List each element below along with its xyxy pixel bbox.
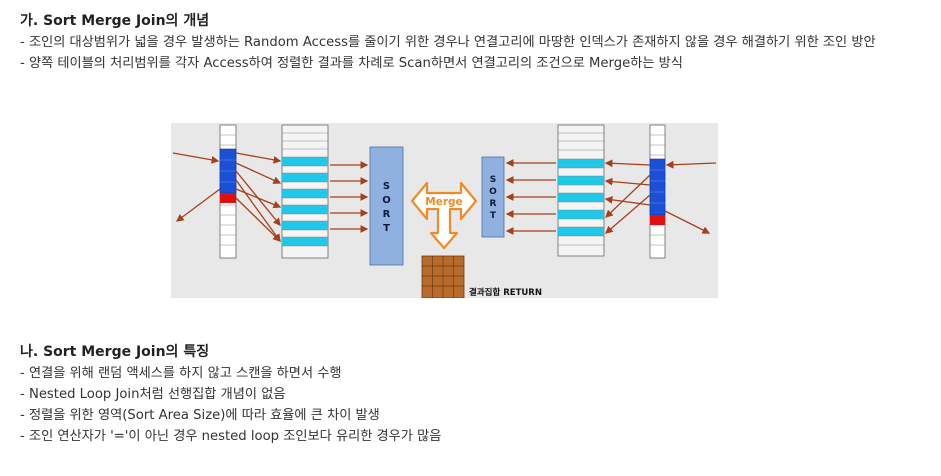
left-index-column bbox=[219, 124, 237, 259]
right-sort-box: S O R T bbox=[481, 156, 505, 238]
right-table-column bbox=[557, 124, 605, 257]
merge-label: Merge bbox=[425, 196, 462, 208]
section-features-heading: 나. Sort Merge Join의 특징 bbox=[20, 344, 210, 360]
left-sort-letter-o: O bbox=[382, 195, 391, 206]
feature-line-1: - 연결을 위해 랜덤 액세스를 하지 않고 스캔을 하면서 수행 bbox=[20, 366, 342, 381]
right-sort-letter-s: S bbox=[490, 175, 496, 185]
left-table-column bbox=[281, 124, 329, 259]
section-concept-heading: 가. Sort Merge Join의 개념 bbox=[20, 13, 210, 29]
feature-line-3: - 정렬을 위한 영역(Sort Area Size)에 따라 효율에 큰 차이… bbox=[20, 408, 380, 423]
result-label: 결과집합 RETURN bbox=[469, 287, 542, 298]
right-index-column bbox=[649, 124, 666, 259]
section-features: 나. Sort Merge Join의 특징 - 연결을 위해 랜덤 액세스를 … bbox=[20, 342, 920, 447]
left-sort-box: S O R T bbox=[369, 146, 404, 266]
sort-merge-join-diagram: S O R T Merge 결과집합 RETURN S O R T bbox=[171, 123, 718, 298]
left-sort-letter-r: R bbox=[383, 209, 391, 220]
left-sort-letter-t: T bbox=[383, 223, 390, 234]
result-set-box: 결과집합 RETURN bbox=[421, 255, 542, 298]
right-sort-letter-o: O bbox=[489, 187, 497, 197]
right-access-arrows bbox=[505, 159, 717, 235]
right-sort-letter-t: T bbox=[490, 211, 497, 221]
section-concept: 가. Sort Merge Join의 개념 - 조인의 대상범위가 넓을 경우… bbox=[20, 11, 920, 74]
concept-line-2: - 양쪽 테이블의 처리범위를 각자 Access하여 정렬한 결과를 차례로 … bbox=[20, 56, 683, 71]
left-sort-letter-s: S bbox=[383, 181, 390, 192]
merge-arrow: Merge bbox=[410, 181, 478, 250]
right-sort-letter-r: R bbox=[490, 199, 497, 209]
concept-line-1: - 조인의 대상범위가 넓을 경우 발생하는 Random Access를 줄이… bbox=[20, 35, 876, 50]
feature-line-4: - 조인 연산자가 '='이 아닌 경우 nested loop 조인보다 유리… bbox=[20, 429, 442, 444]
left-access-arrows bbox=[172, 152, 369, 243]
feature-line-2: - Nested Loop Join처럼 선행집합 개념이 없음 bbox=[20, 387, 286, 402]
